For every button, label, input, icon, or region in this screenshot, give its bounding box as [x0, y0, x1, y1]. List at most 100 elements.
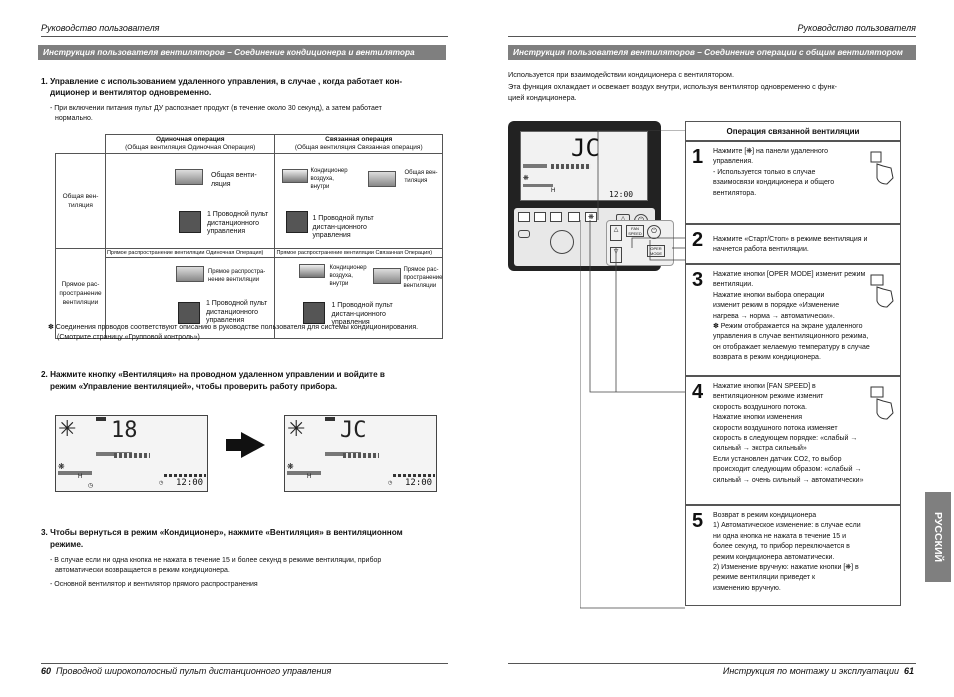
- clock-icon: ◷: [88, 483, 94, 489]
- step1-note-cont: нормально.: [55, 115, 93, 122]
- ac-button[interactable]: [518, 212, 530, 222]
- col-linked-sub: (Общая вентиляция Связанная операция): [294, 144, 423, 151]
- ac-indoor-image: [282, 169, 309, 183]
- r2c2-label1: Кондиционер воздуха, внутри: [329, 265, 367, 287]
- footer-right: Инструкция по монтажу и эксплуатации 61: [723, 666, 914, 676]
- ventilator-image: [368, 171, 397, 187]
- hand-pointer-icon: [870, 151, 894, 185]
- step3-note2: - Основной вентилятор и вентилятор прямо…: [50, 581, 258, 588]
- step2-title: 2. Нажмите кнопку «Вентиляция» на провод…: [41, 370, 385, 379]
- step-text: Нажатие кнопки [OPER MODE] изменит режим…: [713, 271, 870, 362]
- step1-title: 1. Управление с использованием удаленног…: [41, 77, 403, 86]
- r2c1-head: Прямое распространение вентиляции Одиноч…: [105, 249, 275, 258]
- timer-button[interactable]: [568, 212, 580, 222]
- r2c2-head: Прямое распространение вентиляции Связан…: [275, 249, 442, 258]
- section-bar-right: Инструкция пользователя вентиляторов – С…: [508, 45, 916, 60]
- power-button[interactable]: ⏻: [647, 225, 661, 239]
- footer-divider-left: [41, 663, 448, 664]
- fan-speed-bar: [343, 453, 379, 458]
- step-number: 3: [692, 269, 704, 291]
- step1-note: - При включении питания пульт ДУ распозн…: [50, 105, 382, 112]
- mode-button[interactable]: [534, 212, 546, 222]
- ventilation-button[interactable]: ❋: [585, 212, 597, 222]
- fan-icon: ❋: [523, 175, 529, 182]
- footnote: ✽ Соединения проводов соответствуют опис…: [48, 324, 419, 331]
- footnote-cont: (Смотрите страницу «Групповой контроль»): [57, 334, 200, 341]
- step3-note1: - В случае если ни одна кнопка не нажата…: [50, 557, 382, 564]
- snowflake-icon: ✳: [58, 416, 77, 441]
- direction-pad[interactable]: [550, 230, 574, 254]
- r1c2-label2: Общая вен-тиляция: [404, 170, 438, 184]
- vent-readout: JC: [571, 134, 600, 162]
- left-button[interactable]: [518, 230, 530, 238]
- remote-image: [286, 211, 309, 233]
- clock-icon: ◷: [388, 480, 393, 486]
- grid-button[interactable]: [550, 212, 562, 222]
- step2-title-cont: режим «Управление вентиляцией», чтобы пр…: [50, 382, 338, 391]
- ventilator-image: [174, 169, 203, 185]
- operation-table: Одиночная операция(Общая вентиляция Один…: [55, 134, 443, 339]
- r1c2-remote: 1 Проводной пульт дистан-ционного управл…: [312, 215, 374, 239]
- remote-image: [177, 302, 200, 324]
- step3-title: 3. Чтобы вернуться в режим «Кондиционер»…: [41, 528, 403, 537]
- ventilator-image: [175, 266, 204, 282]
- fan-icon: ❋: [58, 462, 65, 471]
- lcd-h: H: [78, 474, 83, 480]
- header-left: Руководство пользователя: [41, 23, 160, 33]
- col-single-sub: (Общая вентиляция Одиночная Операция): [125, 144, 256, 151]
- step-2: 2 Нажмите «Старт/Стоп» в режиме вентиляц…: [685, 224, 901, 264]
- fan-icon: ❋: [287, 462, 294, 471]
- col-single-header: Одиночная операция: [155, 136, 225, 143]
- snowflake-icon: ✳: [287, 416, 306, 441]
- step-number: 2: [692, 229, 704, 251]
- header-right: Руководство пользователя: [797, 23, 917, 33]
- row-direct-label: Прямое рас-пространение вентиляции: [55, 248, 106, 339]
- step3-title-cont: режиме.: [50, 540, 84, 549]
- r2c2-label2: Прямое рас-пространение вентиляции: [403, 267, 443, 289]
- r1c2-label1: Кондиционер воздуха, внутри: [310, 168, 348, 190]
- footer-right-text: Инструкция по монтажу и эксплуатации: [722, 666, 899, 676]
- clock-icon: ◷: [159, 480, 164, 486]
- vent-readout: JC: [340, 418, 367, 443]
- step-number: 4: [692, 381, 704, 403]
- header-divider-right: [508, 36, 916, 37]
- page-number-right: 61: [903, 666, 914, 676]
- header-divider-left: [41, 36, 448, 37]
- step-text: Нажмите «Старт/Стоп» в режиме вентиляция…: [713, 236, 868, 254]
- footer-divider-right: [508, 663, 916, 664]
- remote-lcd: JC ❋ H 12:00: [520, 131, 648, 201]
- lcd-display-vent: ✳ JC ❋ H ◷ 12:00: [284, 415, 437, 492]
- connector-lines: [580, 130, 685, 609]
- r1c1-remote: 1 Проводной пульт дистанционного управле…: [206, 211, 269, 235]
- hand-pointer-icon: [870, 386, 894, 420]
- remote-image: [178, 211, 201, 233]
- intro-line-1: Используется при взаимодействии кондицио…: [508, 70, 734, 79]
- remote-image: [303, 302, 326, 324]
- step-number: 1: [692, 146, 704, 168]
- r2c1-remote: 1 Проводной пульт дистанционного управле…: [205, 300, 268, 324]
- footer-left: 60 Проводной широкополосный пульт дистан…: [41, 666, 331, 676]
- intro-line-3: цией кондиционера.: [508, 93, 577, 102]
- temp-up-button[interactable]: △: [610, 225, 622, 241]
- language-tab: РУССКИЙ: [925, 492, 951, 582]
- lcd-h: H: [307, 474, 312, 480]
- fan-speed-bar: [551, 164, 591, 169]
- r1c1-label: Общая венти-ляция: [210, 172, 257, 188]
- footer-left-text: Проводной широкополосный пульт дистанцио…: [56, 666, 332, 676]
- step-number: 5: [692, 510, 704, 532]
- fan-speed-bar: [114, 453, 150, 458]
- intro-line-2: Эта функция охлаждает и освежает воздух …: [508, 82, 837, 91]
- step-3: 3 Нажатие кнопки [OPER MODE] изменит реж…: [685, 264, 901, 376]
- lcd-display-ac: ✳ 18 ❋ H ◷ ◷ 12:00: [55, 415, 208, 492]
- panel-title: Операция связанной вентиляции: [685, 121, 901, 141]
- clock-readout: 12:00: [405, 478, 433, 488]
- ac-indoor-image: [299, 264, 326, 278]
